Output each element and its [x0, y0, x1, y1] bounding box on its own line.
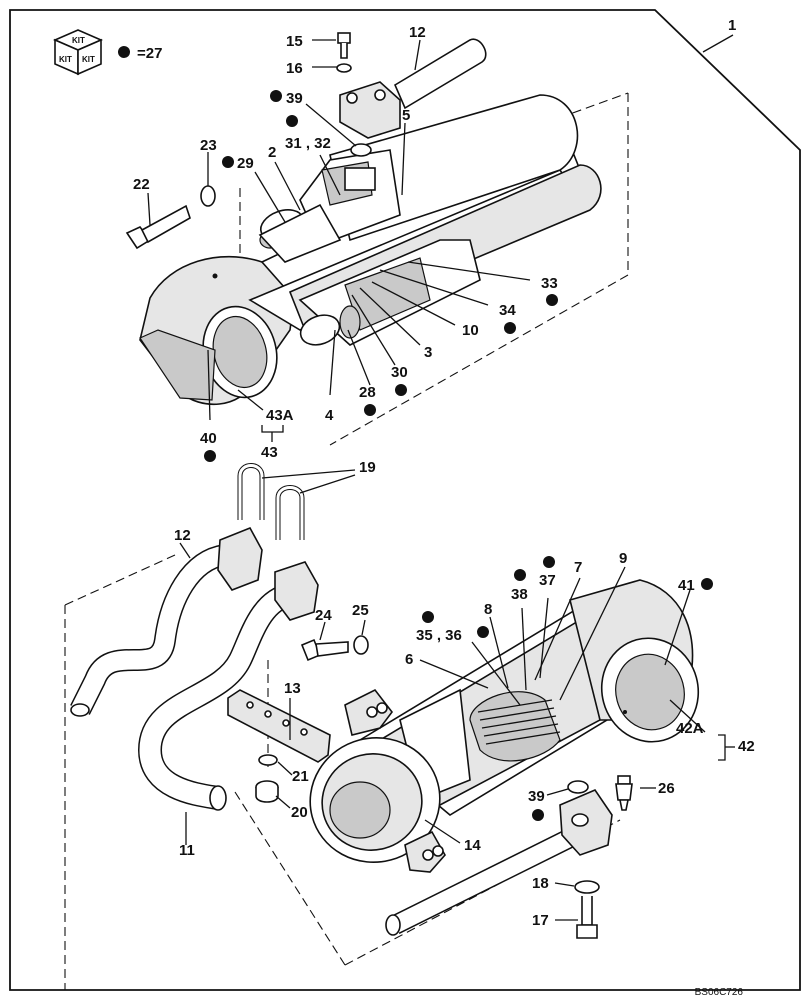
callout-2: 2 — [268, 144, 276, 161]
kit-dot-38 — [514, 569, 526, 581]
callout-22: 22 — [133, 176, 150, 193]
callout-5: 5 — [402, 107, 410, 124]
kit-dot-34 — [504, 322, 516, 334]
kit-equals-label: =27 — [137, 45, 162, 62]
washer-23-part — [200, 185, 216, 207]
kit-dot-35 — [422, 611, 434, 623]
washer-16-part — [336, 63, 352, 73]
callout-9: 9 — [619, 550, 627, 567]
callout-42A: 42A — [676, 720, 704, 737]
drawing-code: BS06C726 — [695, 987, 744, 998]
kit-dot-36 — [477, 626, 489, 638]
callout-42: 42 — [738, 738, 755, 755]
callout-29: 29 — [237, 155, 254, 172]
callout-31-32: 31 , 32 — [285, 135, 331, 152]
callout-10: 10 — [462, 322, 479, 339]
callout-3: 3 — [424, 344, 432, 361]
callout-26: 26 — [658, 780, 675, 797]
bolt-17-part — [576, 896, 598, 939]
svg-text:KIT: KIT — [59, 55, 72, 64]
callout-16: 16 — [286, 60, 303, 77]
bolt-24-part — [300, 638, 349, 662]
callout-15: 15 — [286, 33, 303, 50]
callout-7: 7 — [574, 559, 582, 576]
callout-30: 30 — [391, 364, 408, 381]
o-ring-39-lower-part — [567, 780, 589, 794]
callout-43A: 43A — [266, 407, 294, 424]
callout-28: 28 — [359, 384, 376, 401]
rod-eye-part — [139, 255, 296, 406]
callout-24: 24 — [315, 607, 332, 624]
callout-12-lower: 12 — [174, 527, 191, 544]
grease-fitting-26-part — [615, 775, 633, 811]
bolt-15-part — [337, 32, 351, 59]
tube-lower-part — [385, 789, 613, 936]
u-bolt-19-part — [237, 463, 305, 540]
washer-18-part — [574, 880, 600, 894]
callout-19: 19 — [359, 459, 376, 476]
callout-33: 33 — [541, 275, 558, 292]
svg-text:KIT: KIT — [82, 55, 95, 64]
kit-dot-30 — [395, 384, 407, 396]
callout-1: 1 — [728, 17, 736, 34]
callout-11: 11 — [179, 842, 195, 859]
callout-35-36: 35 , 36 — [416, 627, 462, 644]
kit-icon: KIT KIT KIT — [52, 29, 104, 76]
callout-13: 13 — [284, 680, 301, 697]
kit-dot-31 — [286, 115, 298, 127]
callout-21: 21 — [292, 768, 309, 785]
o-ring-39-upper-part — [350, 143, 372, 157]
bolt-22-part — [125, 204, 191, 250]
callout-38: 38 — [511, 586, 528, 603]
kit-dot-41 — [701, 578, 713, 590]
kit-dot-39-lower — [532, 809, 544, 821]
callout-6: 6 — [405, 651, 413, 668]
callout-25: 25 — [352, 602, 369, 619]
rod-nut-part — [258, 203, 342, 263]
leader-lines-lower — [179, 469, 735, 921]
callout-41: 41 — [678, 577, 695, 594]
washer-21-part — [258, 754, 278, 766]
callout-37: 37 — [539, 572, 556, 589]
kit-dot-28 — [364, 404, 376, 416]
callout-34: 34 — [499, 302, 516, 319]
cylinder-head-part — [309, 688, 446, 873]
callout-8: 8 — [484, 601, 492, 618]
hose-12-lower-part — [70, 526, 263, 717]
kit-dot-40 — [204, 450, 216, 462]
callout-18: 18 — [532, 875, 549, 892]
kit-dot-29 — [222, 156, 234, 168]
callout-39-upper: 39 — [286, 90, 303, 107]
callout-4: 4 — [325, 407, 334, 424]
callout-40: 40 — [200, 430, 217, 447]
kit-dot-37 — [543, 556, 555, 568]
callout-39-lower: 39 — [528, 788, 545, 805]
cylinder-eye-part — [569, 579, 700, 743]
callout-17: 17 — [532, 912, 549, 929]
kit-bullet — [118, 46, 130, 58]
callout-14: 14 — [464, 837, 481, 854]
kit-dot-39-upper — [270, 90, 282, 102]
frame-border — [9, 9, 801, 991]
hose-11-part — [137, 561, 319, 811]
nut-20-part — [255, 780, 279, 803]
kit-dot-33 — [546, 294, 558, 306]
callout-23: 23 — [200, 137, 217, 154]
washer-25-part — [353, 635, 369, 655]
callout-20: 20 — [291, 804, 308, 821]
callout-12-upper: 12 — [409, 24, 426, 41]
leader-lines-upper — [147, 34, 734, 442]
callout-43: 43 — [261, 444, 278, 461]
svg-text:KIT: KIT — [72, 36, 85, 45]
hose-12-upper-part — [339, 38, 487, 139]
bracket-13-part — [227, 689, 331, 763]
